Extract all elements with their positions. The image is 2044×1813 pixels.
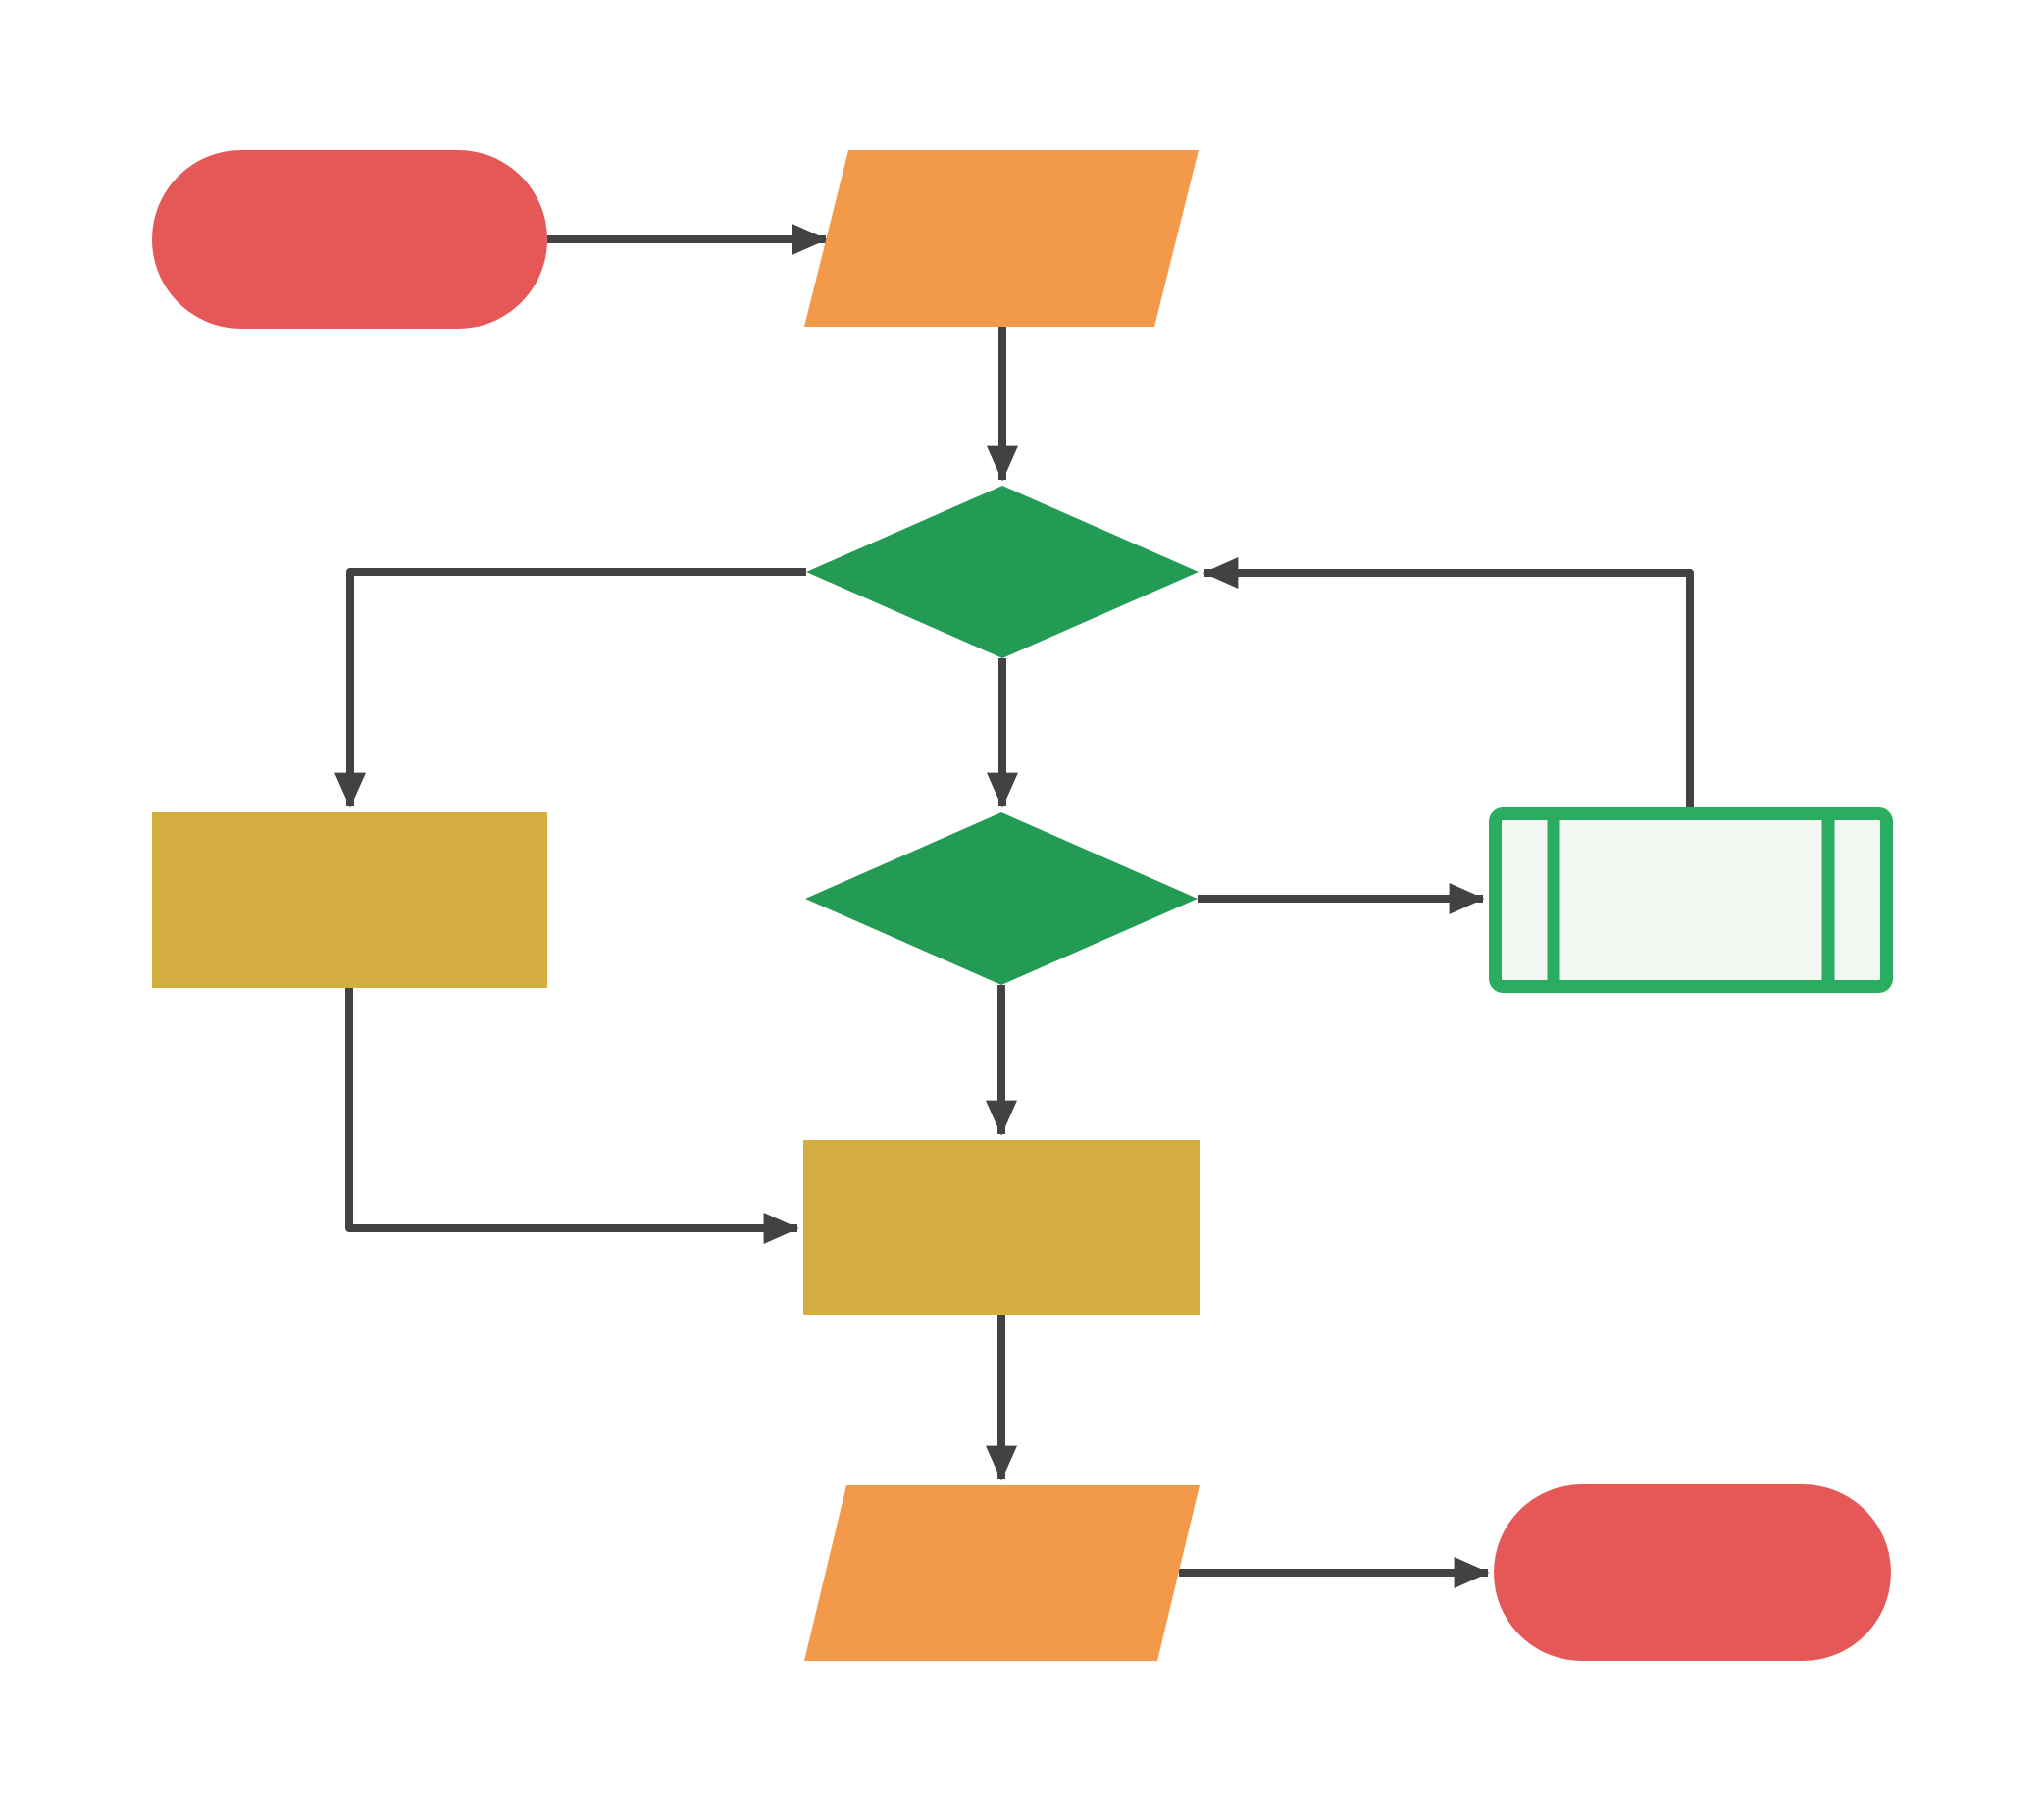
- predefined-process-node: [1489, 807, 1893, 993]
- decision-2-diamond-node: [805, 812, 1198, 985]
- predefined-process-body: [1489, 807, 1893, 993]
- input-parallelogram-node: [804, 150, 1199, 327]
- process-2-node: [803, 1140, 1200, 1315]
- process-1-node: [152, 812, 547, 988]
- connector-decision1-to-process1: [334, 568, 806, 808]
- connector-process1-to-process2: [345, 988, 799, 1244]
- node-layer: [152, 150, 1893, 1661]
- connector-layer: [334, 224, 1694, 1588]
- connector-subroutine-to-decision1: [1202, 557, 1694, 807]
- end-terminator-node: [1494, 1484, 1891, 1661]
- output-parallelogram-node: [804, 1485, 1200, 1661]
- start-terminator-node: [152, 150, 547, 329]
- decision-1-diamond-node: [806, 486, 1199, 658]
